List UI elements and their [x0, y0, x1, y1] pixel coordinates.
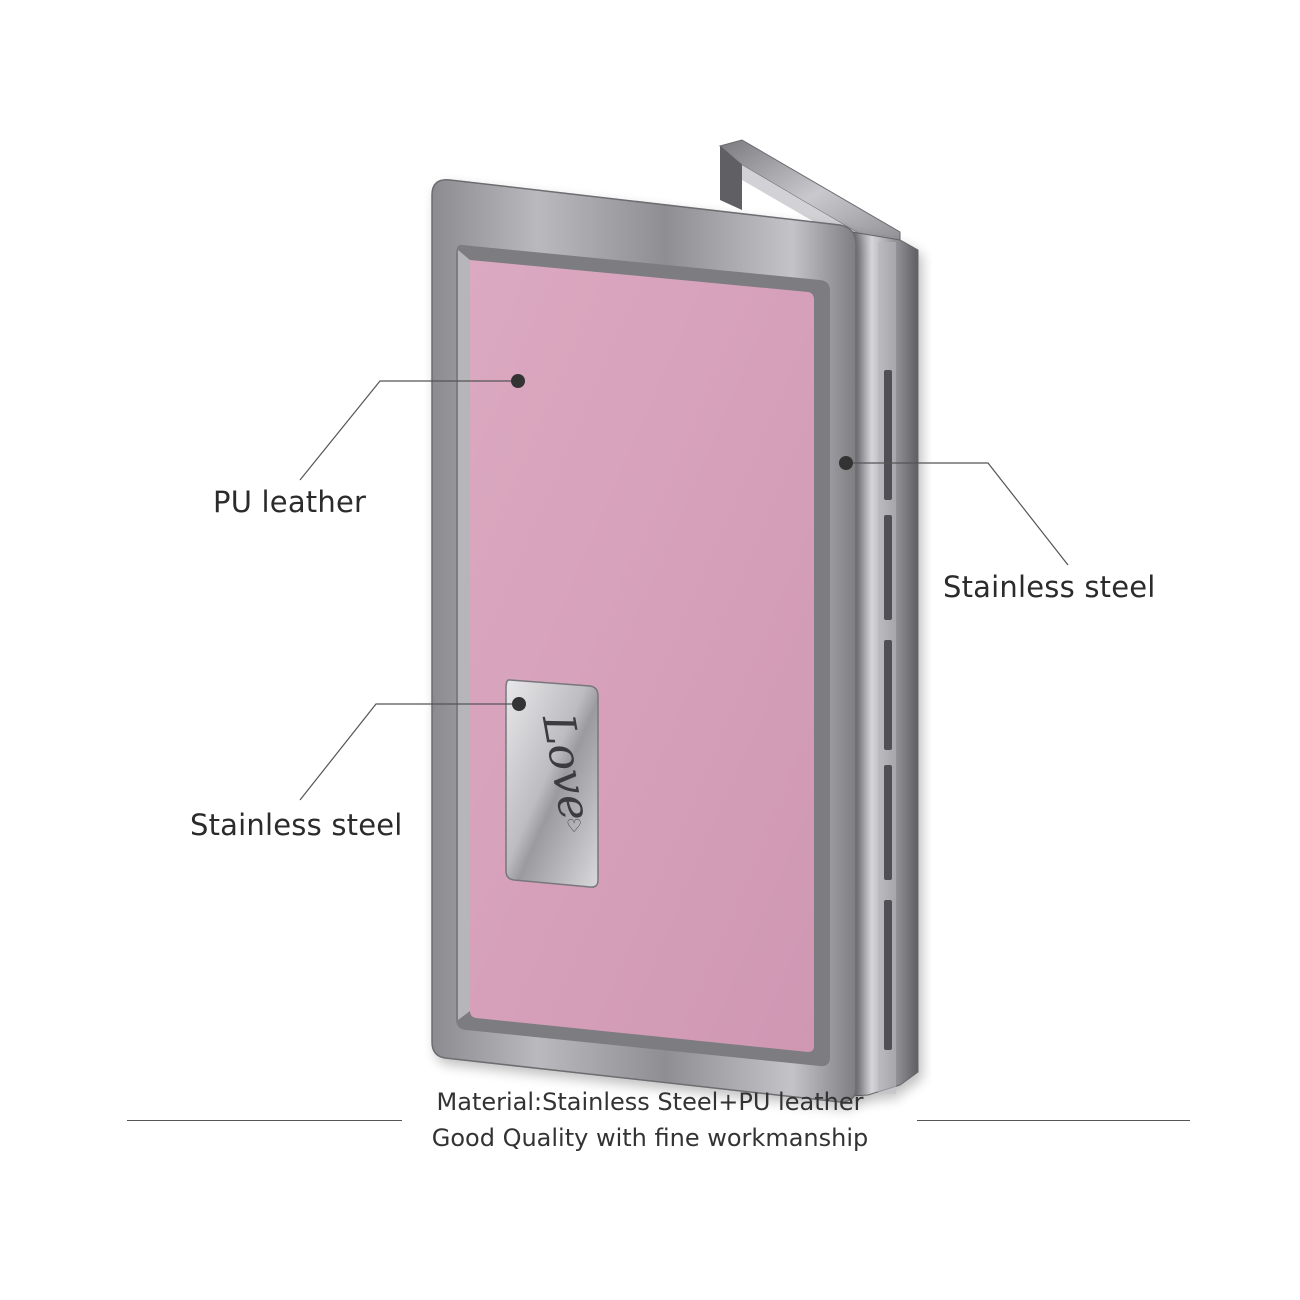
- heart-icon: ♡: [566, 816, 582, 837]
- engraved-steel-plate: Love ♡: [505, 679, 601, 888]
- footer-divider-left: [127, 1120, 402, 1121]
- callout-steel-plate-dot: [512, 697, 526, 711]
- hinge-notches: [884, 370, 892, 1050]
- callout-steel-side-leader: [846, 462, 1069, 566]
- card-case-spine: [851, 231, 919, 1097]
- callout-label-pu-leather: PU leather: [213, 485, 367, 519]
- callout-steel-plate-leader: [299, 703, 519, 801]
- callout-pu-leader: [299, 380, 518, 481]
- callout-pu-dot: [511, 374, 525, 388]
- callout-label-stainless-steel-plate: Stainless steel: [190, 808, 403, 842]
- footer-quality-text: Good Quality with fine workmanship: [431, 1124, 869, 1152]
- footer-material-text: Material:Stainless Steel+PU leather: [436, 1088, 864, 1116]
- card-case-front: [431, 179, 857, 1103]
- footer-divider-right: [917, 1120, 1190, 1121]
- callout-label-stainless-steel-side: Stainless steel: [943, 570, 1156, 604]
- callout-steel-side-dot: [839, 456, 853, 470]
